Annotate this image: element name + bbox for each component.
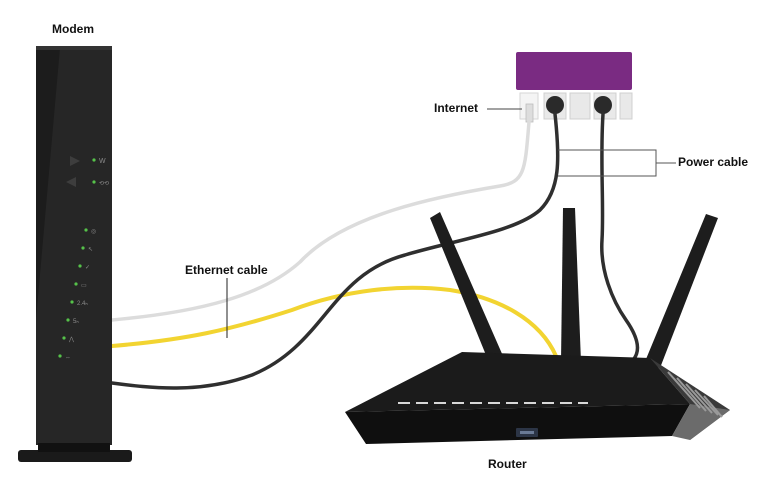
usb-icon: ⇔ — [65, 355, 71, 361]
5ghz-icon: 5ₕ — [73, 319, 79, 325]
link-icon: ✓ — [85, 265, 90, 271]
router-power-cable — [600, 112, 640, 362]
modem-label: Modem — [52, 22, 94, 36]
modem-top-edge — [36, 46, 112, 50]
wifi-icon: W — [99, 158, 106, 165]
ethernet-cable-label: Ethernet cable — [185, 263, 268, 277]
internet-led — [84, 228, 88, 232]
tv-icon: ▭ — [81, 283, 87, 289]
tv-led — [74, 282, 78, 286]
router-label: Router — [488, 457, 527, 471]
outlet-socket-2 — [569, 92, 591, 120]
modem-power-cable — [110, 112, 560, 390]
power-led — [92, 180, 96, 184]
router — [345, 208, 730, 444]
wps-led — [81, 246, 85, 250]
5ghz-led — [66, 318, 70, 322]
internet-plug — [525, 103, 534, 123]
modem-stand-neck — [38, 443, 110, 452]
modem-status-leds: W ⟲⟲ ◎ ↖ ✓ ▭ 2.4ₕ 5ₕ ⋀ ⇔ — [58, 158, 109, 361]
modem-arrow-down-icon — [66, 177, 76, 187]
router-antenna-left — [430, 212, 503, 360]
link-led — [78, 264, 82, 268]
phone-icon: ⋀ — [68, 336, 74, 343]
ethernet-cable — [110, 285, 558, 358]
modem-arrow-up-icon — [70, 156, 80, 166]
wifi-led — [92, 158, 96, 162]
outlet-socket-4 — [619, 92, 633, 120]
power-cable-label: Power cable — [678, 155, 749, 169]
wps-icon: ↖ — [88, 247, 93, 253]
power-icon: ⟲⟲ — [99, 181, 109, 187]
modem: W ⟲⟲ ◎ ↖ ✓ ▭ 2.4ₕ 5ₕ ⋀ ⇔ — [18, 46, 132, 462]
internet-label: Internet — [434, 101, 479, 115]
power-plug-router — [594, 96, 612, 114]
modem-front-panel — [36, 48, 112, 445]
router-led-row — [398, 402, 588, 404]
internet-cable — [110, 120, 531, 322]
power-cable-bracket — [558, 149, 657, 177]
24ghz-led — [70, 300, 74, 304]
phone-led — [62, 336, 66, 340]
modem-stand — [18, 450, 132, 462]
internet-icon: ◎ — [91, 229, 96, 235]
router-front — [345, 404, 690, 444]
wall-outlet — [516, 52, 633, 123]
usb-led — [58, 354, 62, 358]
power-plug-modem — [546, 96, 564, 114]
router-vents — [667, 371, 723, 418]
router-antenna-right — [644, 214, 718, 368]
router-display-text — [520, 431, 534, 434]
outlet-strip — [516, 52, 632, 90]
2.4ghz-icon: 2.4ₕ — [77, 301, 88, 307]
router-antenna-center — [561, 208, 581, 362]
router-top — [345, 352, 690, 412]
